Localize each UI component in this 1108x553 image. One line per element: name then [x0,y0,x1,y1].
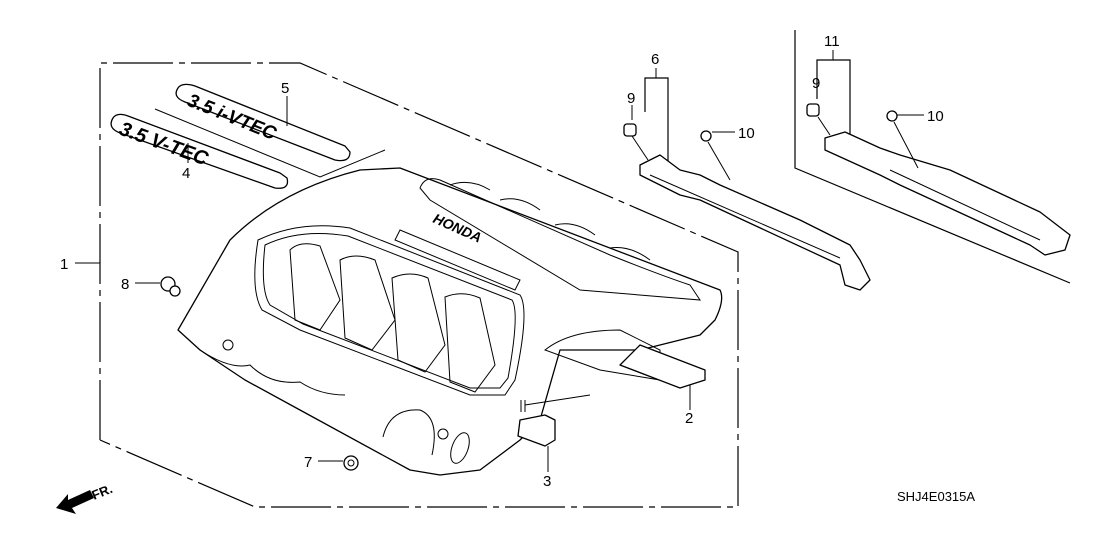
engine-cover: HONDA [177,167,723,476]
bolt-10-right [886,110,898,122]
callout-9-right: 9 [812,75,820,92]
cushion-2 [619,344,706,410]
clip-8 [135,276,181,297]
callout-5: 5 [281,80,289,97]
callout-8: 8 [121,276,129,293]
callout-1: 1 [60,256,68,273]
grommet-7 [318,455,359,471]
callout-4: 4 [182,165,190,182]
callout-3: 3 [543,473,551,490]
callout-6: 6 [651,51,659,68]
callout-7: 7 [304,454,312,471]
front-arrow-icon: FR. [56,481,115,514]
nut-9-right [806,103,820,117]
bolt-10-left [700,130,712,142]
assembly-frame [99,62,739,508]
callout-11: 11 [824,33,840,50]
pin [520,394,591,412]
emblem-plate-edge [154,108,386,178]
cushion-3 [517,414,556,472]
diagram-code: SHJ4E0315A [897,489,976,504]
bracket-11 [794,30,1071,284]
nut-9-left [623,123,637,137]
callout-10-right: 10 [927,108,944,125]
front-indicator-label: FR. [90,481,115,503]
bracket-6 [623,68,871,291]
callout-10-left: 10 [738,125,755,142]
callout-2: 2 [685,410,693,427]
callout-9-left: 9 [627,90,635,107]
